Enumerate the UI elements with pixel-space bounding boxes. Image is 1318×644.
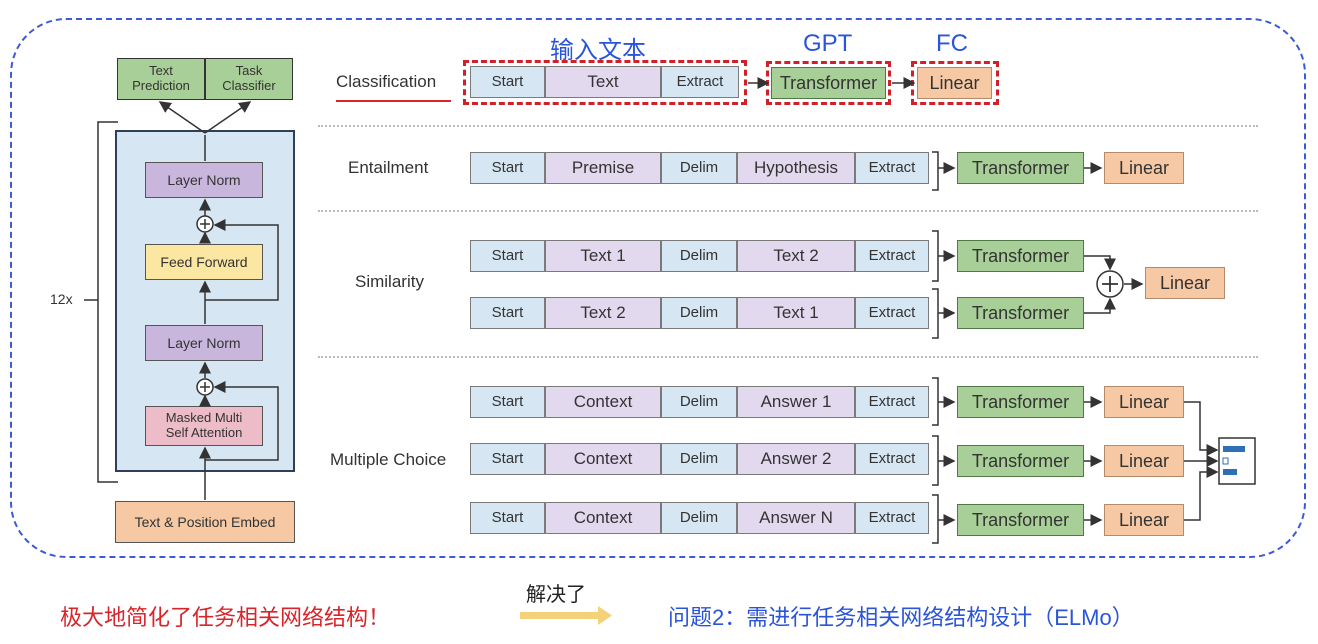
token-delim: Delim xyxy=(661,152,737,184)
plus-circle-icon xyxy=(196,378,214,396)
token-answer-2: Answer 2 xyxy=(737,443,855,475)
token-delim: Delim xyxy=(661,386,737,418)
token-extract: Extract xyxy=(855,152,929,184)
transformer-block: Transformer xyxy=(957,152,1084,184)
separator xyxy=(318,210,1258,212)
token-answer-n: Answer N xyxy=(737,502,855,534)
token-context: Context xyxy=(545,502,661,534)
diagram-frame xyxy=(10,18,1306,558)
token-start: Start xyxy=(470,152,545,184)
classification-underline xyxy=(336,100,451,102)
linear-block: Linear xyxy=(1104,504,1184,536)
token-delim: Delim xyxy=(661,443,737,475)
token-hypothesis: Hypothesis xyxy=(737,152,855,184)
classification-label: Classification xyxy=(336,72,437,91)
softmax-icon xyxy=(1218,437,1256,485)
input-highlight xyxy=(463,60,747,105)
token-text-2: Text 2 xyxy=(545,297,661,329)
transformer-block: Transformer xyxy=(957,240,1084,272)
solved-label: 解决了 xyxy=(526,584,586,606)
gpt-title: GPT xyxy=(803,30,853,57)
token-premise: Premise xyxy=(545,152,661,184)
token-start: Start xyxy=(470,240,545,272)
token-answer-1: Answer 1 xyxy=(737,386,855,418)
linear-block: Linear xyxy=(1104,445,1184,477)
token-context: Context xyxy=(545,443,661,475)
token-delim: Delim xyxy=(661,502,737,534)
transformer-block: Transformer xyxy=(957,297,1084,329)
similarity-label: Similarity xyxy=(355,272,424,291)
conclusion-text: 极大地简化了任务相关网络结构！ xyxy=(60,605,391,630)
token-delim: Delim xyxy=(661,297,737,329)
separator xyxy=(318,356,1258,358)
token-extract: Extract xyxy=(855,443,929,475)
layer-norm-bottom: Layer Norm xyxy=(145,325,263,361)
linear-block: Linear xyxy=(1104,386,1184,418)
fc-title: FC xyxy=(936,30,968,57)
token-extract: Extract xyxy=(661,66,739,98)
token-start: Start xyxy=(470,66,545,98)
token-text-2: Text 2 xyxy=(737,240,855,272)
token-text: Text xyxy=(545,66,661,98)
plus-circle-icon xyxy=(196,215,214,233)
layer-norm-top: Layer Norm xyxy=(145,162,263,198)
task-classifier-head: Task Classifier xyxy=(205,58,293,100)
token-extract: Extract xyxy=(855,502,929,534)
plus-circle-icon xyxy=(1096,270,1124,298)
token-start: Start xyxy=(470,386,545,418)
token-context: Context xyxy=(545,386,661,418)
token-extract: Extract xyxy=(855,386,929,418)
token-extract: Extract xyxy=(855,297,929,329)
transformer-block: Transformer xyxy=(771,67,886,99)
feed-forward: Feed Forward xyxy=(145,244,263,280)
entailment-label: Entailment xyxy=(348,158,429,177)
transformer-block: Transformer xyxy=(957,386,1084,418)
transformer-block: Transformer xyxy=(957,445,1084,477)
token-start: Start xyxy=(470,502,545,534)
masked-self-attention: Masked Multi Self Attention xyxy=(145,406,263,446)
token-delim: Delim xyxy=(661,240,737,272)
token-start: Start xyxy=(470,297,545,329)
linear-block: Linear xyxy=(1104,152,1184,184)
arrow-right-icon xyxy=(520,606,612,625)
text-prediction-head: Text Prediction xyxy=(117,58,205,100)
linear-block: Linear xyxy=(917,67,992,99)
repeat-count-label: 12x xyxy=(50,291,73,307)
token-text-1: Text 1 xyxy=(737,297,855,329)
token-extract: Extract xyxy=(855,240,929,272)
multiple-choice-label: Multiple Choice xyxy=(330,450,447,469)
input-text-title: 输入文本 xyxy=(550,37,646,64)
separator xyxy=(318,125,1258,127)
token-start: Start xyxy=(470,443,545,475)
problem-text: 问题2：需进行任务相关网络结构设计（ELMo） xyxy=(668,605,1134,630)
transformer-block: Transformer xyxy=(957,504,1084,536)
token-text-1: Text 1 xyxy=(545,240,661,272)
text-position-embed: Text & Position Embed xyxy=(115,501,295,543)
linear-block: Linear xyxy=(1145,267,1225,299)
